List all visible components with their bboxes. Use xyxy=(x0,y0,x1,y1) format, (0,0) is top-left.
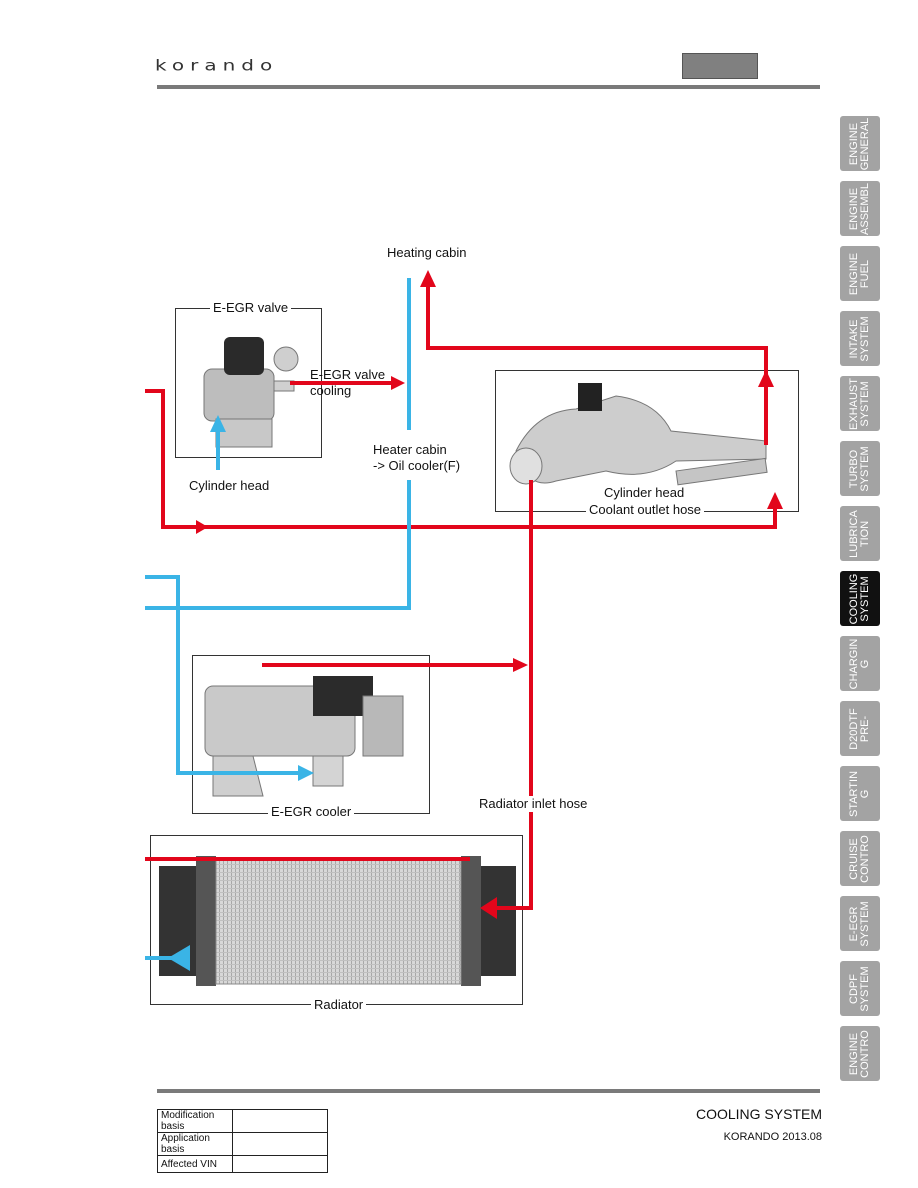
section-title: COOLING SYSTEM xyxy=(695,1106,822,1122)
radiator-box xyxy=(150,835,523,1005)
tab-e-egr-system[interactable]: E-EGR SYSTEM xyxy=(840,896,880,951)
tab-engine-fuel[interactable]: ENGINE FUEL xyxy=(840,246,880,301)
footer-divider xyxy=(157,1089,820,1093)
section-tabs: ENGINE GENERAL ENGINE ASSEMBL ENGINE FUE… xyxy=(840,116,880,1091)
table-row: Application basis xyxy=(157,1132,328,1156)
revision-value xyxy=(232,1155,328,1173)
cylinder-head-right-label: Cylinder head xyxy=(604,485,685,500)
radiator-illustration xyxy=(159,856,516,986)
tab-exhaust-system[interactable]: EXHAUST SYSTEM xyxy=(840,376,880,431)
radiator-title: Radiator xyxy=(311,996,367,1014)
coolant-outlet-hose-title: Coolant outlet hose xyxy=(586,501,705,519)
hot-coolant-lines xyxy=(145,285,777,910)
tab-engine-control[interactable]: ENGINE CONTRO xyxy=(840,1026,880,1081)
egr-valve-title: E-EGR valve xyxy=(210,299,292,317)
tab-d20dtf-pre[interactable]: D20DTF PRE- xyxy=(840,701,880,756)
revision-key: Affected VIN xyxy=(157,1155,233,1173)
brand-logo: korando xyxy=(155,56,279,74)
revision-value xyxy=(232,1132,328,1156)
table-row: Modification basis xyxy=(157,1109,328,1133)
coolant-outlet-box xyxy=(495,370,799,512)
tab-turbo-system[interactable]: TURBO SYSTEM xyxy=(840,441,880,496)
egr-cooler-illustration xyxy=(204,676,404,797)
table-row: Affected VIN xyxy=(157,1155,328,1173)
tab-starting[interactable]: STARTIN G xyxy=(840,766,880,821)
tab-intake-system[interactable]: INTAKE SYSTEM xyxy=(840,311,880,366)
page-number-box xyxy=(682,53,758,79)
heater-cabin-oil-cooler-label: Heater cabin -> Oil cooler(F) xyxy=(373,442,461,474)
egr-cooler-box xyxy=(192,655,430,814)
egr-valve-illustration xyxy=(203,337,299,448)
cold-coolant-arrows xyxy=(168,415,314,971)
radiator-inlet-hose-label: Radiator inlet hose xyxy=(479,796,588,812)
thermostat-housing-illustration xyxy=(509,383,768,486)
model-edition: KORANDO 2013.08 xyxy=(723,1131,822,1143)
header-divider xyxy=(157,85,820,89)
revision-table: Modification basis Application basis Aff… xyxy=(157,1109,328,1173)
cold-coolant-lines xyxy=(145,278,411,960)
tab-cooling-system[interactable]: COOLING SYSTEM xyxy=(840,571,880,626)
cylinder-head-left-label: Cylinder head xyxy=(189,478,270,493)
tab-charging[interactable]: CHARGIN G xyxy=(840,636,880,691)
tab-engine-general[interactable]: ENGINE GENERAL xyxy=(840,116,880,171)
revision-key: Application basis xyxy=(157,1132,233,1156)
tab-engine-assembly[interactable]: ENGINE ASSEMBL xyxy=(840,181,880,236)
revision-value xyxy=(232,1109,328,1133)
egr-valve-cooling-label: E-EGR valve cooling xyxy=(310,367,386,398)
hot-coolant-arrows xyxy=(196,270,783,919)
heating-cabin-label: Heating cabin xyxy=(387,245,467,260)
tab-cdpf-system[interactable]: CDPF SYSTEM xyxy=(840,961,880,1016)
revision-key: Modification basis xyxy=(157,1109,233,1133)
egr-cooler-title: E-EGR cooler xyxy=(268,803,355,821)
tab-lubrication[interactable]: LUBRICA TION xyxy=(840,506,880,561)
tab-cruise-control[interactable]: CRUISE CONTRO xyxy=(840,831,880,886)
